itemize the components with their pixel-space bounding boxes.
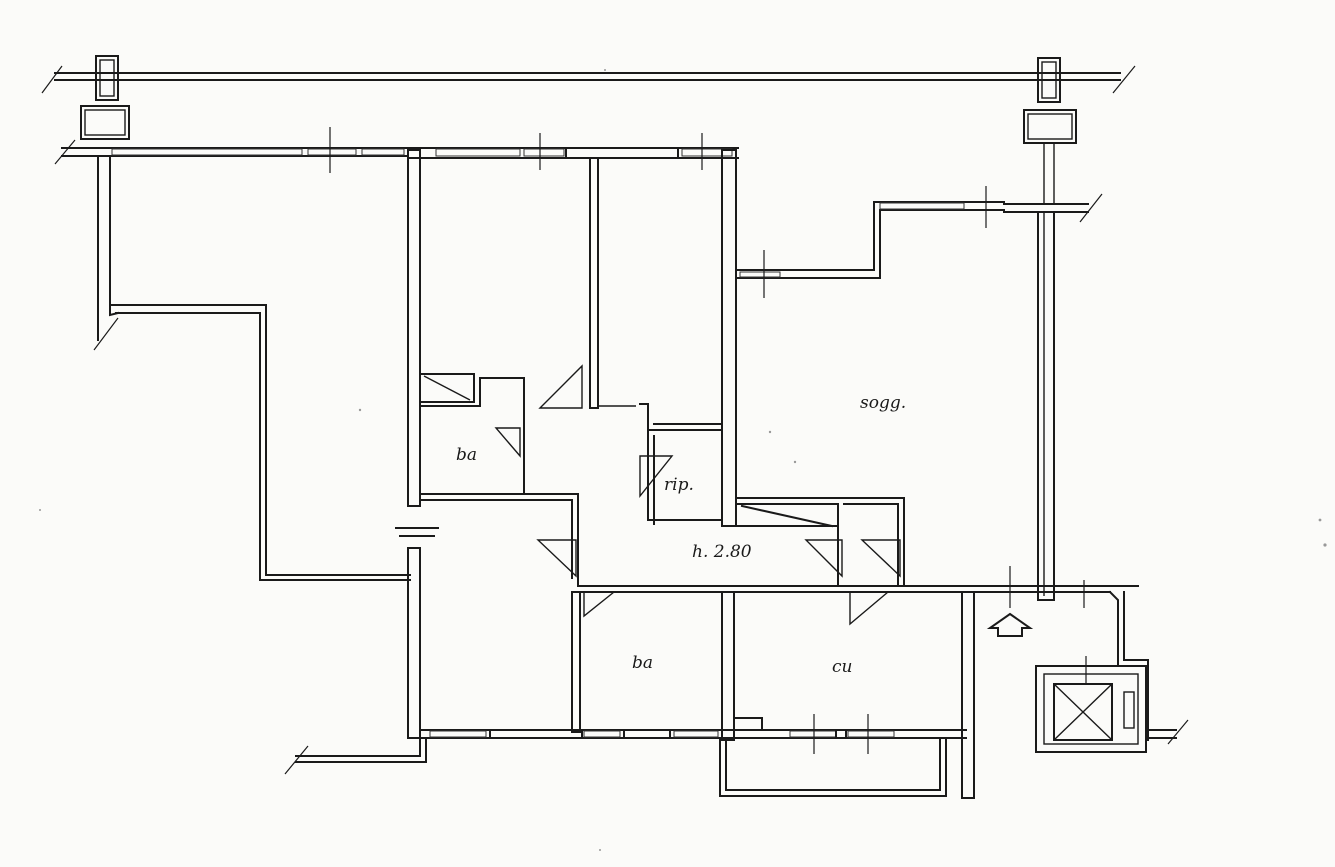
- top-boundary: [41, 55, 1136, 205]
- room-label-bath-top: ba: [456, 445, 477, 465]
- room-label-bath-bottom: ba: [632, 653, 653, 673]
- west-walls: [93, 155, 411, 581]
- room-label-storage: rip.: [664, 475, 694, 495]
- room-label-hall: h. 2.80: [692, 542, 752, 562]
- elevator-icon: [1035, 656, 1147, 753]
- paper-texture: [39, 69, 1327, 851]
- bedroom-partitions: [419, 149, 737, 585]
- east-walls: [735, 186, 1189, 745]
- entrance-arrow-icon: [986, 612, 1034, 637]
- room-labels: ba rip. sogg. h. 2.80 ba cu: [456, 393, 906, 677]
- north-facade: [54, 127, 739, 173]
- lower-walls: [284, 497, 975, 799]
- room-label-kitchen: cu: [832, 657, 852, 677]
- room-label-living: sogg.: [860, 393, 906, 413]
- spine-wall: [395, 149, 439, 739]
